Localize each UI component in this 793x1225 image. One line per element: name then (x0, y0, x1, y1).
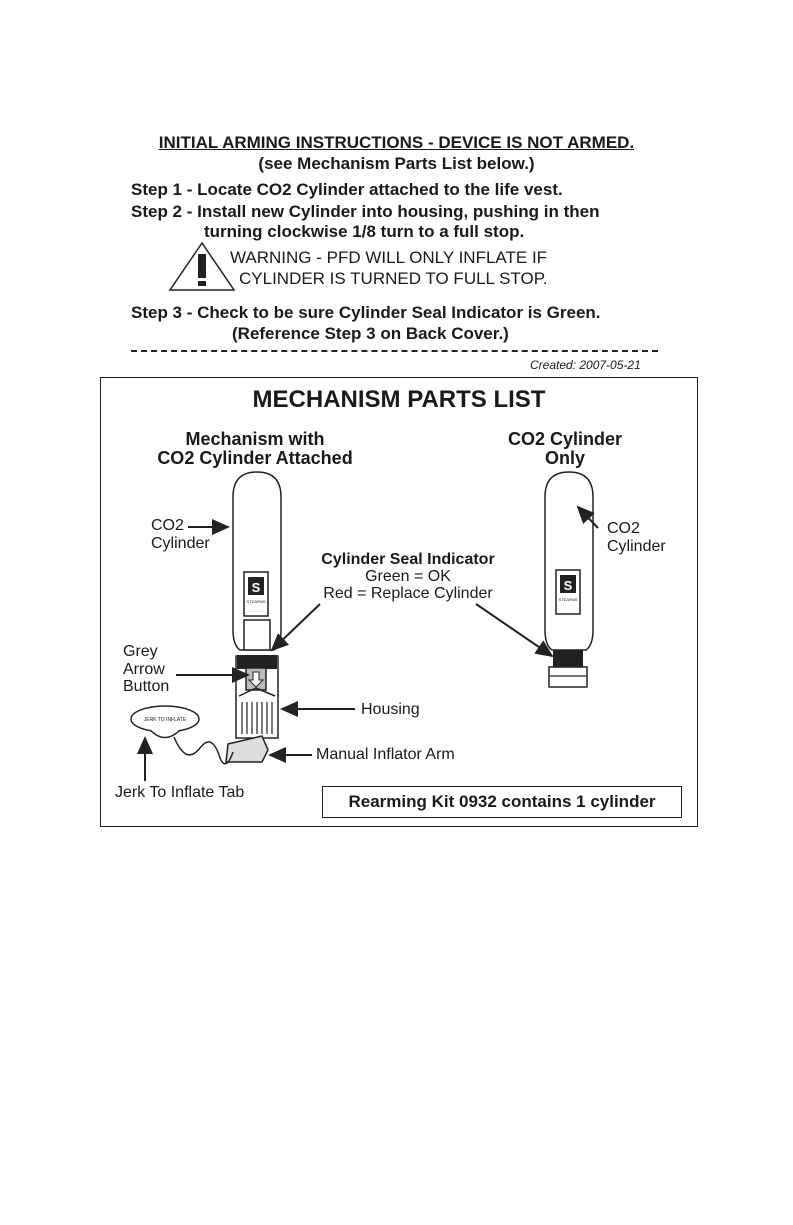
step-1: Step 1 - Locate CO2 Cylinder attached to… (131, 180, 563, 199)
left-co2-cylinder (232, 471, 282, 651)
instructions-heading: INITIAL ARMING INSTRUCTIONS - DEVICE IS … (158, 133, 635, 152)
left-heading-line-2: CO2 Cylinder Attached (157, 448, 353, 468)
left-heading-line-1: Mechanism with (185, 429, 325, 449)
warning-line-1: WARNING - PFD WILL ONLY INFLATE IF (230, 248, 548, 267)
right-brand: STEARNS (559, 597, 578, 602)
arrow-seal-right (475, 603, 554, 658)
right-heading-line-2: Only (544, 448, 585, 468)
step-2-line-2: turning clockwise 1/8 turn to a full sto… (204, 222, 525, 241)
warning-line-2: CYLINDER IS TURNED TO FULL STOP. (239, 269, 548, 288)
housing-body (235, 655, 279, 739)
jerk-tab (130, 705, 200, 739)
co2-right-label-line-1: CO2 (607, 520, 640, 537)
arrow-seal-left (270, 603, 321, 652)
co2-left-label-line-1: CO2 (151, 517, 184, 534)
manual-inflator-arm (225, 735, 269, 763)
arrow-co2-right (576, 505, 599, 529)
jerk-tab-text: JERK TO INFLATE (144, 717, 187, 723)
step-3-line-1: Step 3 - Check to be sure Cylinder Seal … (131, 303, 601, 322)
co2-left-label-line-2: Cylinder (151, 535, 210, 552)
right-heading-line-1: CO2 Cylinder (507, 429, 623, 449)
manual-arm-label: Manual Inflator Arm (316, 746, 455, 763)
parts-list-title: MECHANISM PARTS LIST (252, 386, 546, 413)
right-logo: S (564, 578, 573, 593)
seal-indicator-title: Cylinder Seal Indicator (321, 551, 495, 568)
instructions-subheading: (see Mechanism Parts List below.) (258, 154, 535, 173)
divider (131, 350, 658, 352)
left-brand: STEARNS (247, 599, 266, 604)
left-logo: S (252, 580, 261, 595)
exclamation-triangle-icon (168, 241, 236, 291)
seal-red-text: Red = Replace Cylinder (323, 585, 493, 602)
rearming-kit-box: Rearming Kit 0932 contains 1 cylinder (322, 786, 682, 818)
grey-button-label-line-2: Arrow (123, 661, 165, 678)
housing-label: Housing (361, 701, 420, 718)
step-2-line-1: Step 2 - Install new Cylinder into housi… (131, 202, 600, 221)
jerk-tab-label: Jerk To Inflate Tab (115, 784, 245, 801)
step-3-line-2: (Reference Step 3 on Back Cover.) (232, 324, 509, 343)
grey-button-label-line-1: Grey (123, 643, 158, 660)
lanyard-cord (173, 736, 234, 765)
created-date: Created: 2007-05-21 (530, 358, 641, 372)
seal-green-text: Green = OK (365, 568, 451, 585)
co2-right-label-line-2: Cylinder (607, 538, 666, 555)
parts-list-box (100, 377, 698, 827)
grey-button-label-line-3: Button (123, 678, 170, 695)
